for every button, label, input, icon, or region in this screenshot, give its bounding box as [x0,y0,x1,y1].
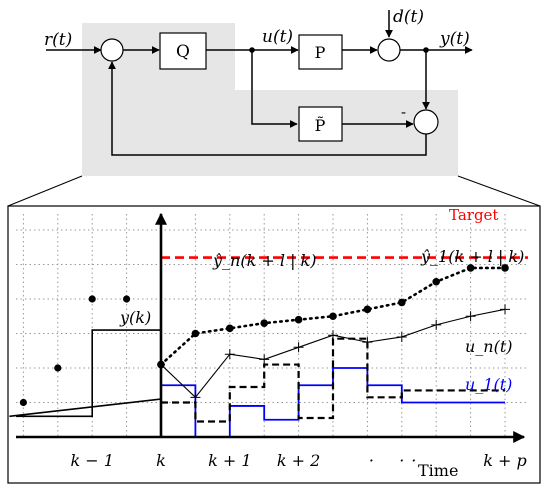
y-hat-n-label: ŷ_n(k + l | k) [212,251,316,270]
time-tick-label: · [369,451,374,470]
y-hat-n-point [501,264,509,272]
zoom-line-right [457,175,541,207]
y-hat-n-point [260,319,269,327]
zoom-line-left [7,175,83,207]
summing-junction-1 [100,38,124,62]
minus-sign: - [401,103,406,121]
timeline-panel: Target y(k) ŷ_n(k + l | k) ŷ_1(k + l | k… [7,205,541,484]
time-axis-label: Time [418,461,458,480]
y-hat-1-marker [293,342,304,353]
y-hat-n-point [329,312,337,321]
y-hat-1-label: ŷ_1(k + l | k) [420,247,524,266]
past-output-point [54,364,62,372]
controller-label: Q [176,42,190,62]
y-hat-n-point [363,305,372,314]
y-hat-1-marker [190,392,201,403]
past-output-point [19,398,27,407]
un-trajectory [161,337,505,423]
time-tick-label: k [156,451,166,470]
y-hat-n-point [226,324,234,333]
model-label: P̃ [315,116,326,135]
control-signal-label: u(t) [262,27,293,47]
plant-label: P [315,43,326,62]
disturbance-label: d(t) [393,7,424,27]
y-hat-n-point [398,298,406,307]
y-hat-n-point [432,277,441,286]
time-tick-label: k + p [483,451,527,470]
past-output-point [88,295,96,303]
y-hat-1-marker [396,331,407,342]
time-tick-label: · [411,451,416,470]
current-output-label: y(k) [119,308,151,327]
y-hat-n-point [466,264,475,272]
time-tick-label: k + 2 [277,451,320,470]
feedback-arrow [108,61,427,156]
reference-label: r(t) [44,30,72,50]
y-hat-1-marker [465,311,476,322]
tick-labels: k − 1 k k + 1 k + 2 · · · k + p [70,451,526,470]
u-1-label: u_1(t) [465,375,512,394]
target-label: Target [449,206,498,224]
y-hat-1-marker [224,349,235,360]
traces [9,264,510,438]
y-hat-1-marker [259,354,270,365]
past-output-point [123,295,131,303]
time-tick-label: k + 1 [208,451,251,470]
u-n-label: u_n(t) [465,337,513,356]
y-hat-1-marker [431,319,442,330]
y-hat-n-point [191,329,200,338]
output-label: y(t) [439,29,470,49]
time-tick-label: k − 1 [70,451,113,470]
summing-junction-2 [377,38,401,62]
summing-junction-3 [413,109,439,135]
u-to-model-arrow [251,50,298,128]
plant-block-p [298,34,343,70]
y-hat-1-marker [328,330,338,341]
y-hat-1-marker [362,337,373,348]
y-hat-n-point [294,315,303,324]
block-diagram: r(t) Q u(t) P d(t) y(t) P̃ - [7,7,541,207]
time-tick-label: · [399,451,404,470]
controller-block-q [159,32,207,70]
y-hat-1-marker [500,304,510,315]
